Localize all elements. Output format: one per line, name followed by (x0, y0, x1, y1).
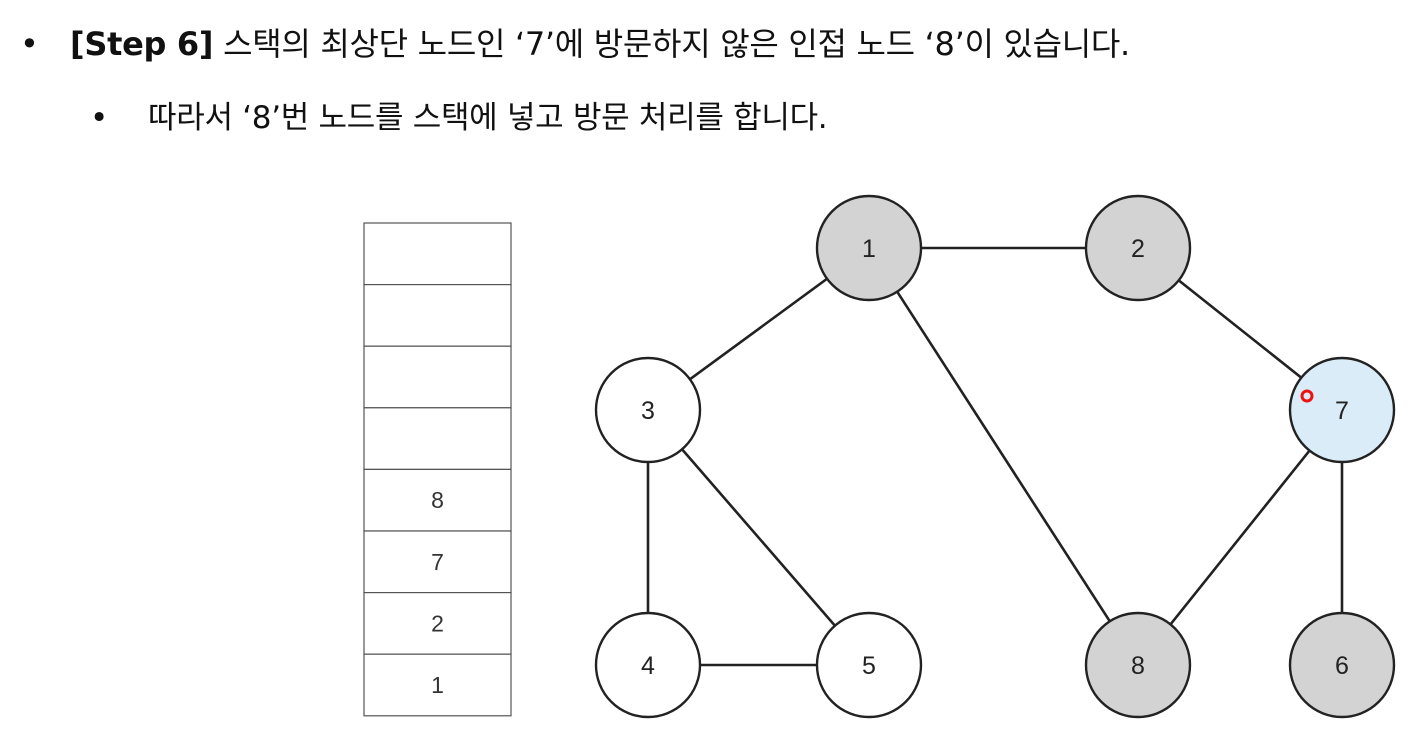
graph-node-label: 7 (1335, 397, 1349, 425)
graph-node-8 (1084, 611, 1192, 719)
stack-cell-label: 8 (431, 487, 444, 513)
bullet-line-1: • [Step 6] 스택의 최상단 노드인 ‘7’에 방문하지 않은 인접 노드… (20, 24, 1130, 64)
bullet-marker: • (90, 100, 108, 136)
stack: 8 7 2 1 (363, 222, 512, 717)
graph-node-label: 1 (862, 235, 876, 263)
graph-edge-1-8 (867, 246, 1140, 667)
graph-node-1 (815, 194, 923, 302)
graph-node-label: 8 (1131, 652, 1145, 680)
stack-cell-label: 1 (431, 672, 444, 698)
stack-cell (363, 284, 512, 347)
graph-node-4 (594, 611, 702, 719)
graph-node-label: 3 (641, 397, 655, 425)
stack-cell-label: 2 (431, 610, 444, 636)
graph-nodes: 1 2 3 7 4 5 8 6 (594, 194, 1396, 719)
graph-node-label: 6 (1335, 652, 1349, 680)
stack-cell (363, 530, 512, 594)
graph-node-2 (1084, 194, 1192, 302)
bullet-text-1: 스택의 최상단 노드인 ‘7’에 방문하지 않은 인접 노드 ‘8’이 있습니다… (213, 25, 1130, 63)
stack-cell (363, 222, 512, 286)
graph-node-3 (594, 356, 702, 464)
graph-node-5 (815, 611, 923, 719)
bullet-line-2: • 따라서 ‘8’번 노드를 스택에 넣고 방문 처리를 합니다. (90, 98, 828, 138)
cursor-indicator-icon (1300, 389, 1314, 403)
stack-cell (363, 407, 512, 470)
stack-cell (363, 345, 512, 409)
bullet-text-2: 따라서 ‘8’번 노드를 스택에 넣고 방문 처리를 합니다. (148, 100, 828, 136)
stack-cell (363, 653, 512, 717)
stack-cell (363, 591, 512, 655)
bullet-marker: • (20, 25, 39, 63)
graph-edge-3-5 (646, 408, 871, 667)
graph-node-6 (1288, 611, 1396, 719)
graph-node-label: 4 (641, 652, 655, 680)
graph-edge-7-8 (1136, 408, 1344, 667)
graph-node-7 (1288, 356, 1396, 464)
step-tag: [Step 6] (70, 25, 214, 63)
stack-cell (363, 468, 512, 532)
graph-edges (646, 246, 1344, 667)
graph-node-label: 2 (1131, 235, 1145, 263)
stack-cell-label: 7 (431, 549, 444, 575)
graph-node-label: 5 (862, 652, 876, 680)
